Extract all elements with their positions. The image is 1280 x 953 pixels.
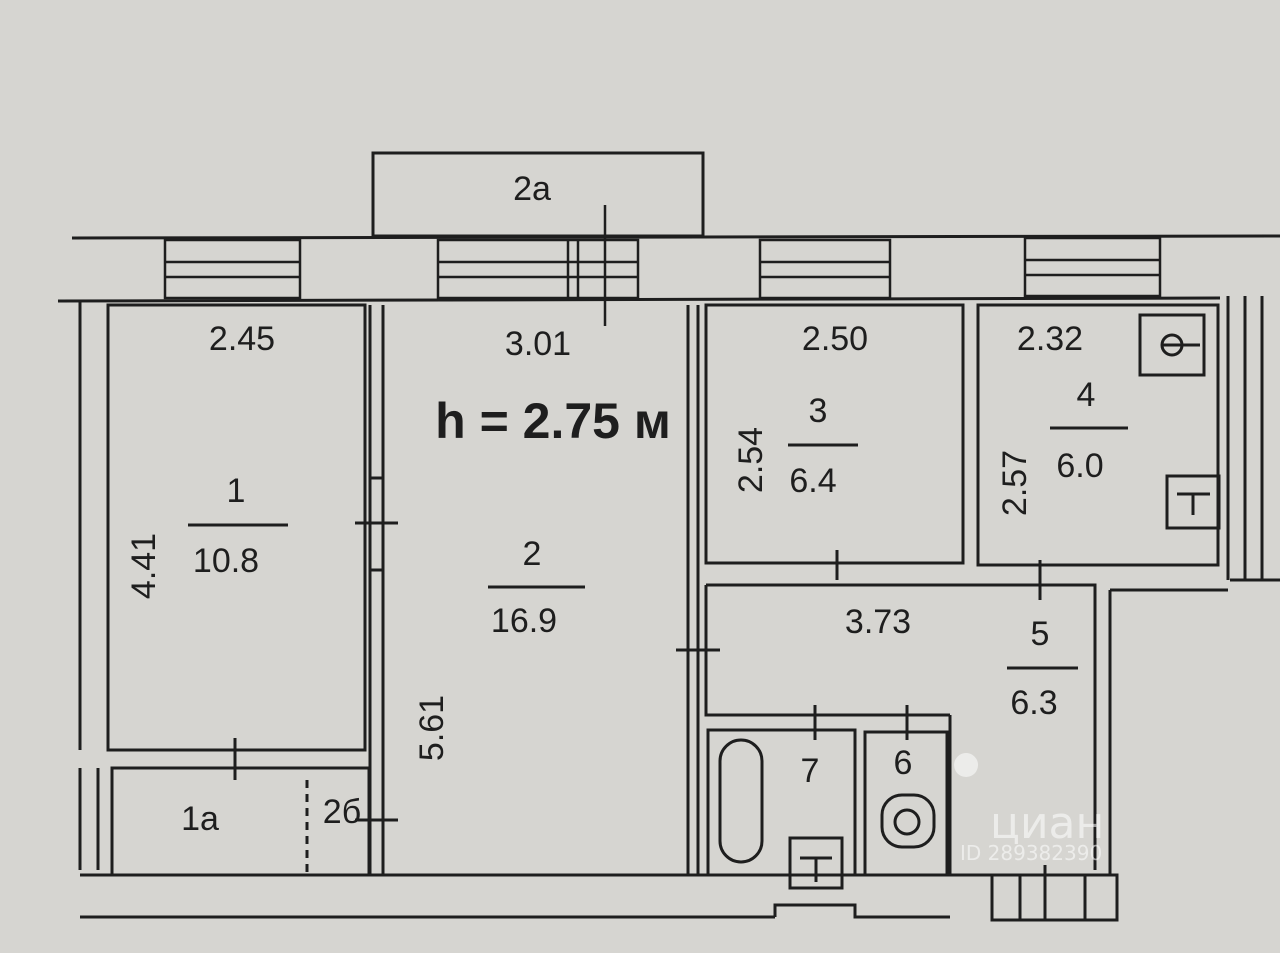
watermark-brand: циан xyxy=(990,798,1104,849)
walls xyxy=(57,151,1280,922)
balcony-label: 2а xyxy=(513,170,551,208)
room-2-width: 3.01 xyxy=(505,325,571,363)
room-3-area: 6.4 xyxy=(789,462,836,500)
windows xyxy=(163,205,1162,326)
room-3-outline xyxy=(704,303,965,565)
room-1-area: 10.8 xyxy=(193,542,259,580)
watermark-id: ID 289382390 xyxy=(960,841,1102,865)
hallway-5-width: 3.73 xyxy=(845,603,911,641)
room-2-length: 5.61 xyxy=(413,695,451,761)
room-2-number: 2 xyxy=(523,535,542,573)
room-6-number: 6 xyxy=(894,744,913,782)
cian-watermark: циан ID 289382390 xyxy=(954,753,1104,865)
room-1-outline xyxy=(106,303,367,752)
room-7-number: 7 xyxy=(801,752,820,790)
room-1-number: 1 xyxy=(227,472,246,510)
ceiling-height: h = 2.75 м xyxy=(435,393,671,449)
closet-2b-label: 2б xyxy=(323,793,361,831)
room-3-number: 3 xyxy=(809,392,828,430)
room-4-width: 2.32 xyxy=(1017,320,1083,358)
room-1-width: 2.45 xyxy=(209,320,275,358)
hallway-5-area: 6.3 xyxy=(1010,684,1057,722)
room-2-area: 16.9 xyxy=(491,602,557,640)
room-4-area: 6.0 xyxy=(1056,447,1103,485)
room-1-length: 4.41 xyxy=(125,533,163,599)
room-4-number: 4 xyxy=(1077,376,1096,414)
location-pin-icon xyxy=(954,753,979,777)
closet-1a-label: 1а xyxy=(181,800,219,838)
hallway-5-number: 5 xyxy=(1031,615,1050,653)
room-3-width: 2.50 xyxy=(802,320,868,358)
room-4-length: 2.57 xyxy=(996,450,1034,516)
room-7-outline xyxy=(706,728,857,877)
room-4-outline xyxy=(976,303,1220,567)
room-3-length: 2.54 xyxy=(732,427,770,493)
hallway-5-outline xyxy=(706,583,1097,870)
